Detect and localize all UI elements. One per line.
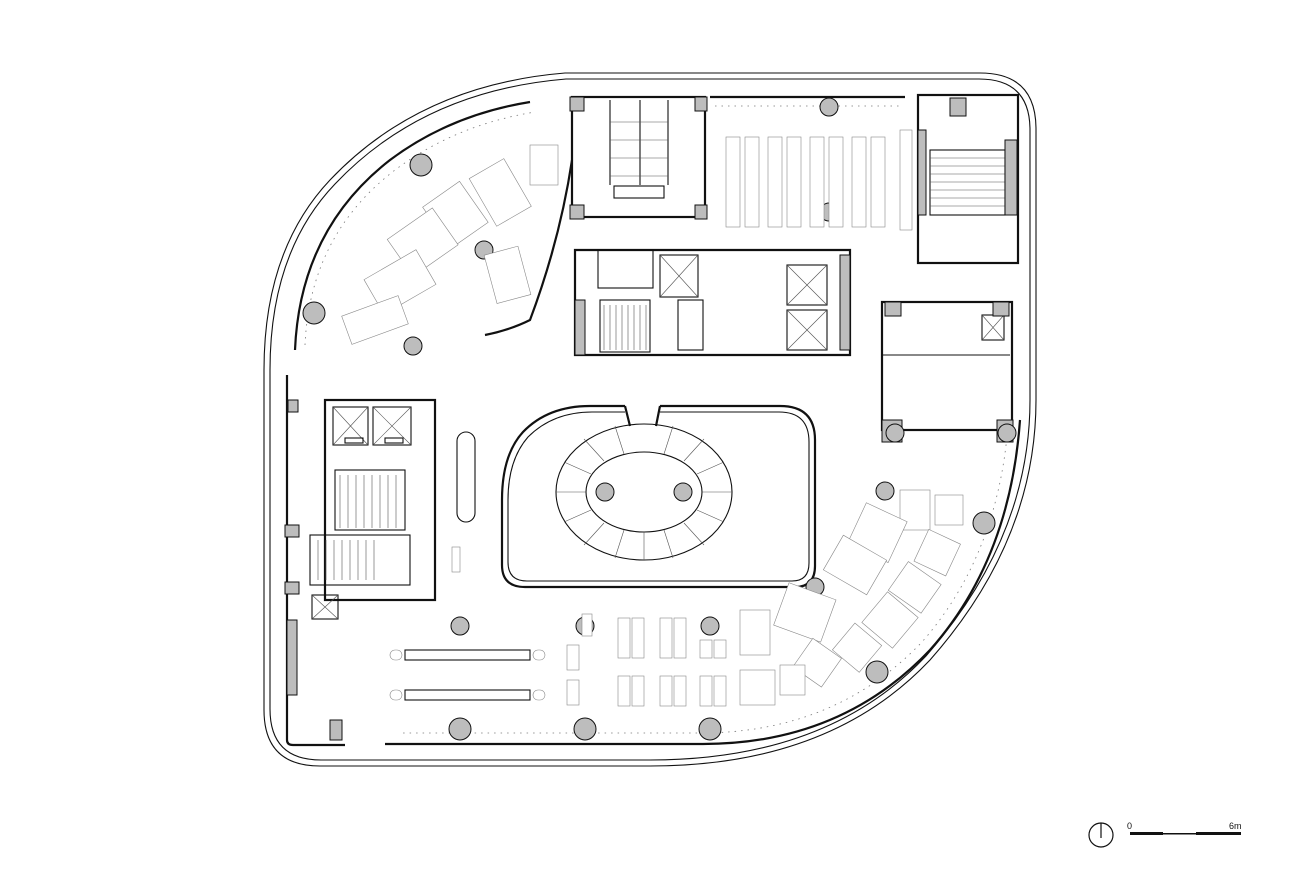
structural-columns [302,97,996,741]
north-arrow-icon [1088,822,1114,848]
scale-end-label: 6m [1229,821,1242,831]
seating-right [739,489,964,706]
desks-bottom [389,546,727,707]
atrium [500,404,817,589]
toilet-core [484,95,708,337]
spiral-treads [556,425,732,560]
central-core [573,248,852,357]
seating-top-left [341,144,559,345]
building-envelope [263,72,1037,767]
right-service-room [880,300,1017,443]
scale-start-label: 0 [1127,821,1132,831]
right-stair-core [916,93,1020,265]
desk-rows-top-right [725,129,913,231]
left-core [284,398,476,741]
scale-bar: 0 6m [1127,821,1242,835]
stair-treads [603,305,647,350]
